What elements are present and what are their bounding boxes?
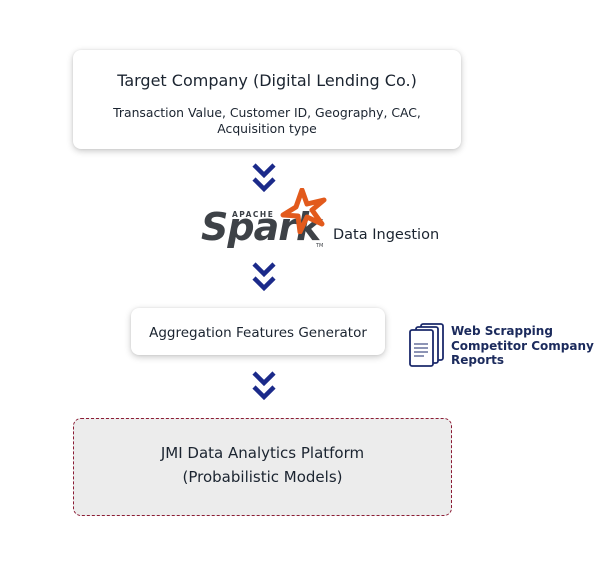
- analytics-platform-box: JMI Data Analytics Platform (Probabilist…: [73, 418, 452, 516]
- documents-icon: [409, 323, 444, 367]
- spark-logo-trademark: TM: [316, 243, 324, 249]
- data-ingestion-label: Data Ingestion: [333, 227, 440, 243]
- double-chevron-down-icon: [252, 163, 276, 193]
- aggregation-features-label: Aggregation Features Generator: [149, 325, 367, 341]
- platform-subtitle: (Probabilistic Models): [182, 468, 343, 486]
- target-company-attributes: Transaction Value, Customer ID, Geograph…: [83, 105, 451, 136]
- target-company-title: Target Company (Digital Lending Co.): [117, 71, 417, 90]
- web-scrapping-line-1: Web Scrapping: [451, 324, 553, 338]
- target-attributes-line-1: Transaction Value, Customer ID, Geograph…: [113, 105, 421, 120]
- double-chevron-down-icon: [252, 262, 276, 292]
- web-scrapping-line-2: Competitor Company: [451, 338, 594, 353]
- platform-title: JMI Data Analytics Platform: [160, 444, 365, 462]
- target-attributes-line-2: Acquisition type: [217, 120, 317, 136]
- double-chevron-down-icon: [252, 371, 276, 401]
- web-scrapping-line-3: Reports: [451, 353, 505, 367]
- web-scrapping-label: Web Scrapping Competitor Company Reports: [451, 324, 596, 368]
- aggregation-features-box: Aggregation Features Generator: [131, 308, 385, 355]
- target-company-box: Target Company (Digital Lending Co.) Tra…: [73, 50, 461, 149]
- spark-logo-apache-text: APACHE: [232, 210, 275, 219]
- spark-star-icon: [280, 188, 327, 234]
